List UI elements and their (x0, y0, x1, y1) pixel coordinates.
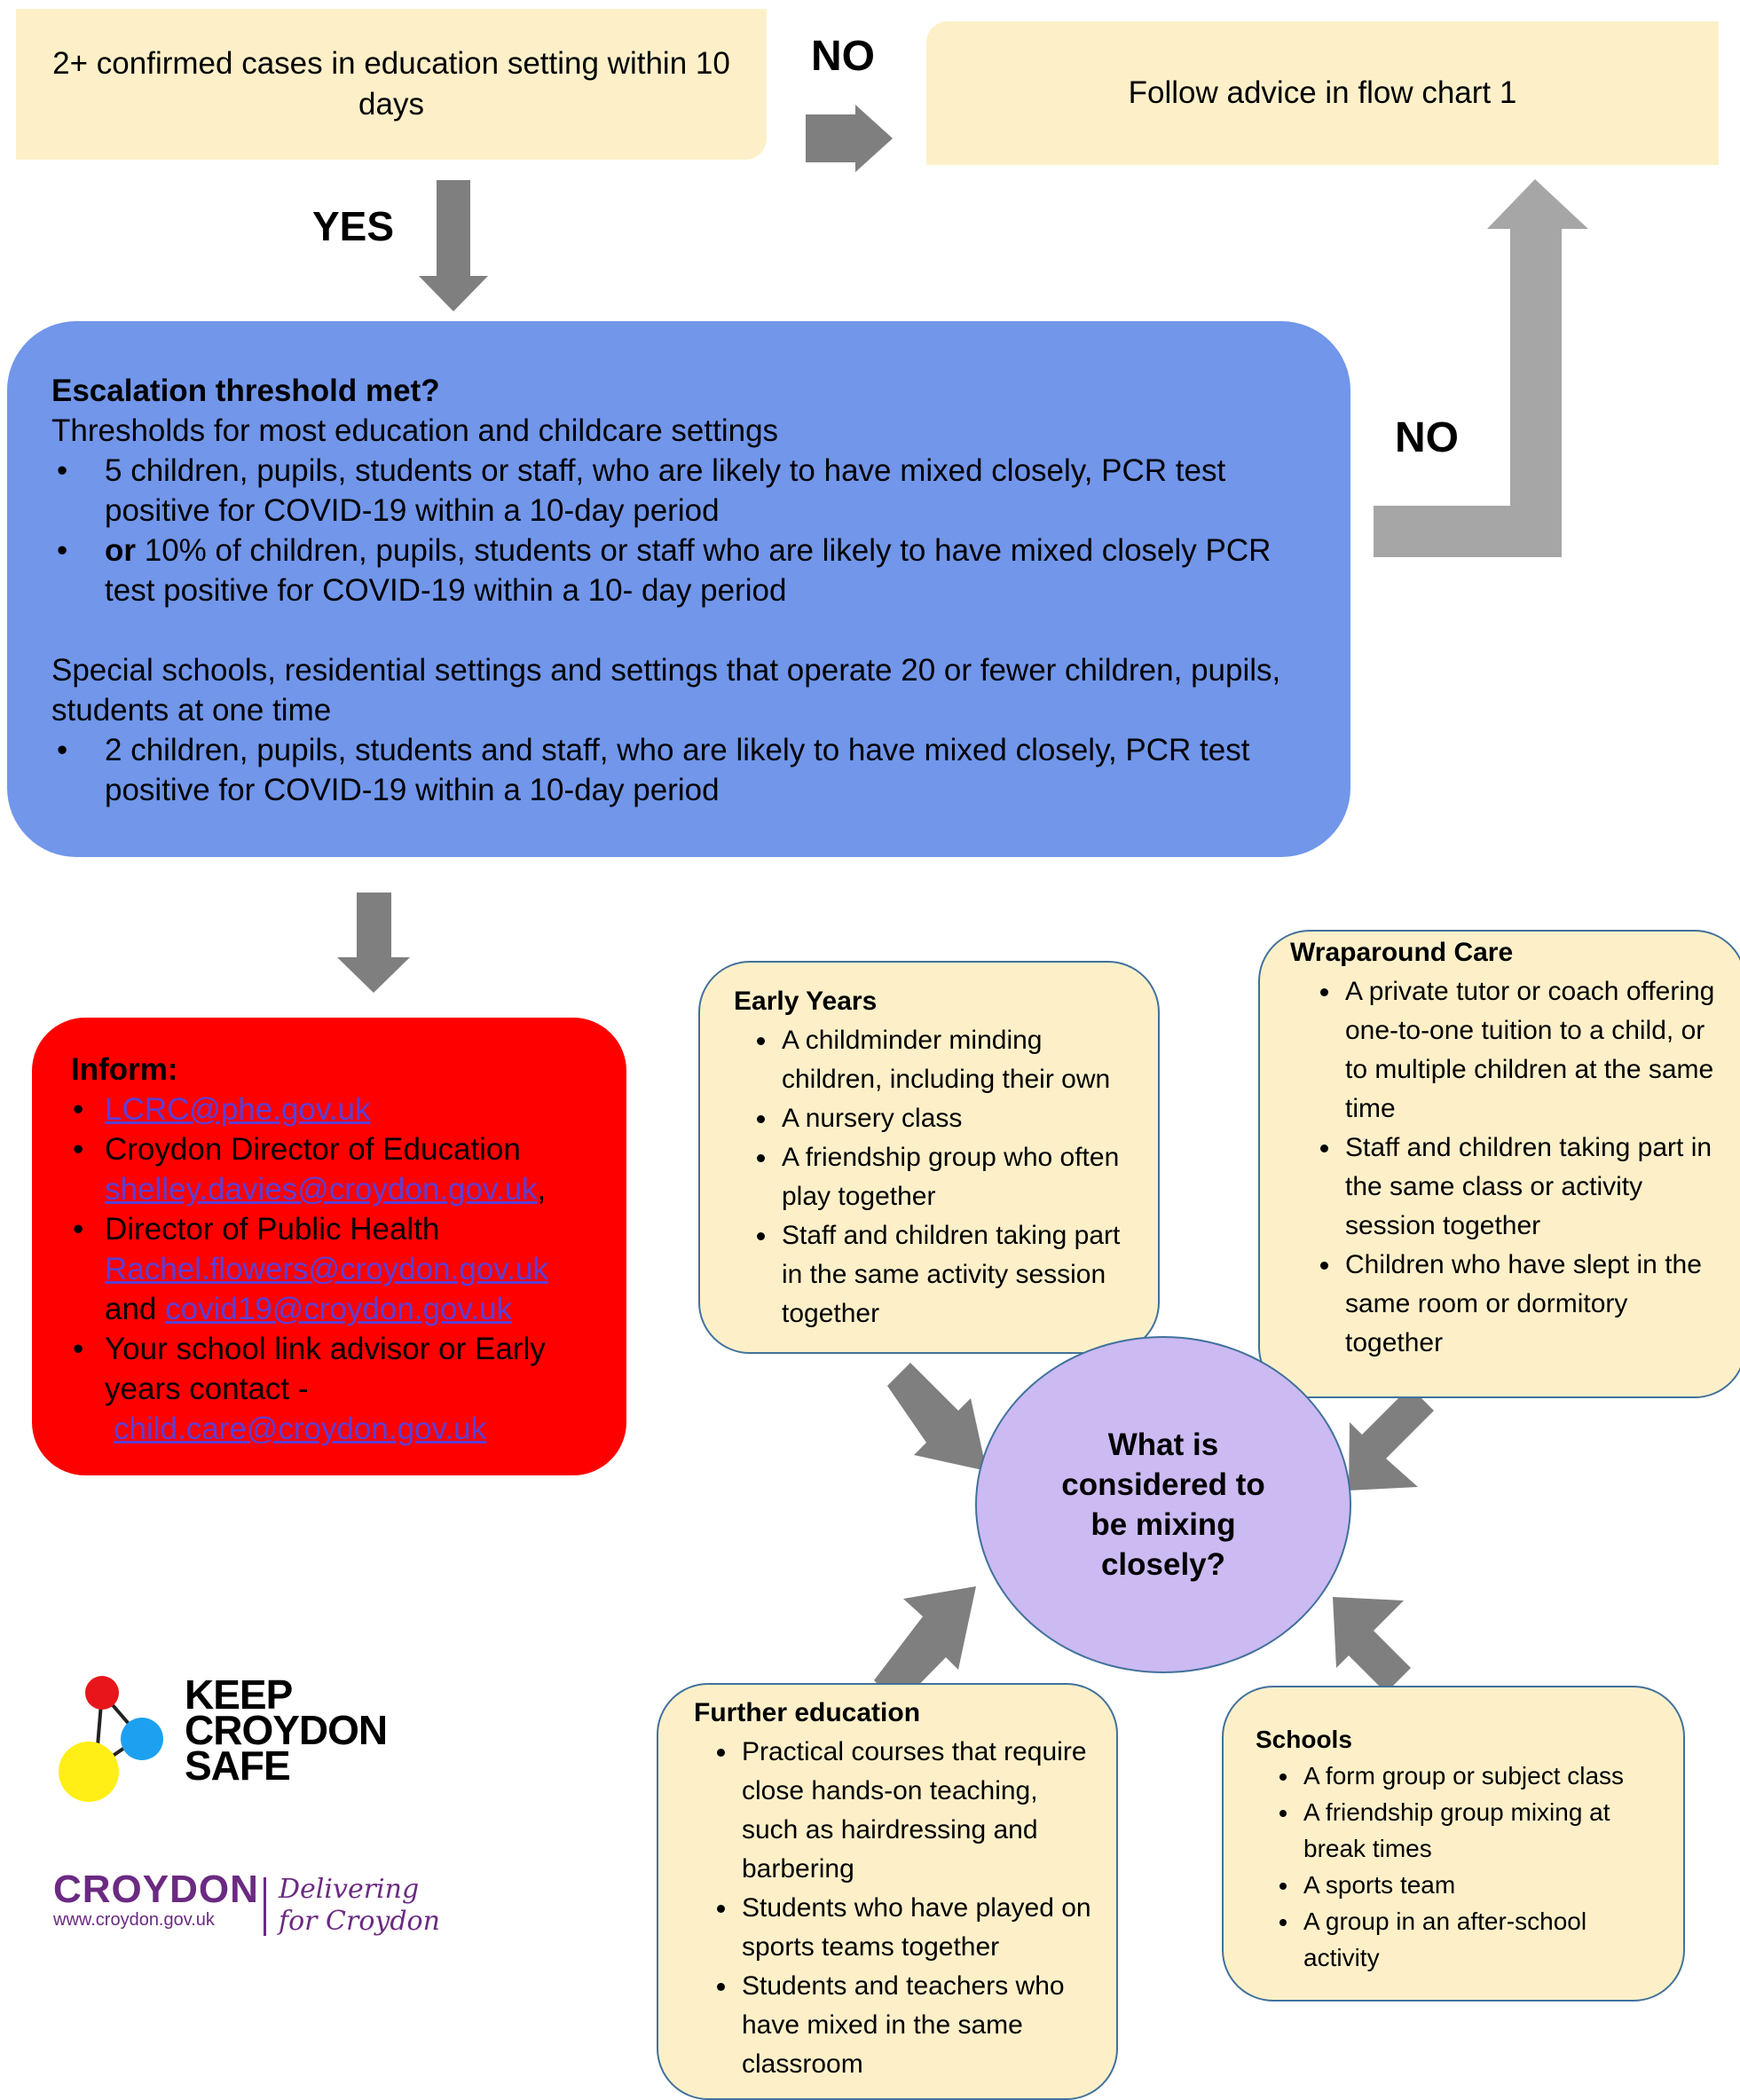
arrow-yes-down (419, 180, 488, 311)
escalation-item-2: or 10% of children, pupils, students or … (51, 531, 1306, 610)
kcs-line-2: CROYDON (185, 1707, 388, 1753)
list-item: Staff and children taking part in the sa… (778, 1216, 1131, 1333)
arrow-further-education (874, 1586, 976, 1705)
list-item: A sports team (1300, 1867, 1665, 1903)
tagline-line-2: for Croydon (279, 1906, 440, 1937)
escalation-intro-1: Thresholds for most education and childc… (51, 413, 779, 448)
education-email-link[interactable]: shelley.davies@croydon.gov.uk (105, 1172, 538, 1207)
yes-label: YES (312, 203, 395, 249)
arrow-wraparound (1349, 1387, 1434, 1490)
early-years-heading: Early Years (734, 987, 878, 1016)
list-item: A friendship group who often play togeth… (778, 1138, 1131, 1216)
further-education-heading: Further education (694, 1698, 921, 1727)
escalation-intro-2: Special schools, residential settings an… (51, 653, 1281, 728)
keep-croydon-safe-logo-text: KEEP CROYDON SAFE (185, 1671, 388, 1789)
list-item: Children who have slept in the same room… (1342, 1246, 1727, 1363)
wraparound-list: A private tutor or coach offering one-to… (1297, 972, 1727, 1363)
mixing-closely-ellipse: What is considered to be mixing closely? (975, 1336, 1351, 1673)
list-item: A private tutor or coach offering one-to… (1342, 972, 1727, 1129)
escalation-item-1: 5 children, pupils, students or staff, w… (51, 451, 1306, 531)
covid-email-link[interactable]: covid19@croydon.gov.uk (165, 1292, 513, 1326)
tagline-line-1: Delivering (279, 1874, 420, 1905)
no-label-top: NO (811, 33, 875, 80)
public-health-label: Director of Public Health (105, 1212, 440, 1247)
confirmed-cases-box: 2+ confirmed cases in education setting … (16, 9, 767, 160)
childcare-email-link[interactable]: child.care@croydon.gov.uk (114, 1412, 487, 1446)
croydon-wordmark: CROYDON (53, 1868, 259, 1911)
escalation-heading: Escalation threshold met? (51, 374, 440, 408)
croydon-tagline: Delivering for Croydon (279, 1874, 440, 1938)
further-education-list: Practical courses that require close han… (694, 1733, 1098, 2084)
inform-item-education: Croydon Director of Education shelley.dav… (71, 1129, 591, 1209)
arrow-schools (1333, 1597, 1411, 1693)
link-advisor-label: Your school link advisor or Early years … (105, 1332, 546, 1406)
confirmed-cases-text: 2+ confirmed cases in education setting … (52, 46, 730, 122)
list-item: Staff and children taking part in the sa… (1342, 1129, 1727, 1246)
escalation-list-2: 2 children, pupils, students and staff, … (51, 730, 1306, 810)
follow-advice-box: Follow advice in flow chart 1 (926, 21, 1719, 165)
education-comma: , (537, 1172, 547, 1207)
croydon-council-logo: CROYDON www.croydon.gov.uk (53, 1870, 259, 1931)
wraparound-heading: Wraparound Care (1290, 938, 1514, 967)
schools-list: A form group or subject class A friendsh… (1256, 1758, 1665, 1976)
inform-box: Inform: LCRC@phe.gov.uk Croydon Director… (32, 1018, 626, 1475)
escalation-list-1: 5 children, pupils, students or staff, w… (51, 451, 1306, 610)
mixing-closely-text: What is considered to be mixing closely? (1061, 1428, 1265, 1582)
keep-croydon-safe-logo-graphic (59, 1676, 163, 1802)
logo-divider (264, 1877, 266, 1936)
education-director-label: Croydon Director of Education (105, 1132, 521, 1167)
arrow-inform-down (337, 893, 410, 993)
list-item: Students who have played on sports teams… (738, 1889, 1098, 1967)
early-years-card: Early Years A childminder minding childr… (698, 961, 1160, 1354)
inform-item-public-health: Director of Public HealthRachel.flowers@… (71, 1209, 591, 1329)
schools-card: Schools A form group or subject class A … (1222, 1686, 1685, 2002)
list-item: Practical courses that require close han… (738, 1733, 1098, 1889)
list-item: A friendship group mixing at break times (1300, 1794, 1665, 1867)
and-text: and (105, 1292, 166, 1326)
escalation-item-2-bold: or (105, 533, 136, 568)
list-item: A group in an after-school activity (1300, 1903, 1665, 1976)
list-item: Students and teachers who have mixed in … (738, 1967, 1098, 2084)
public-health-email-link[interactable]: Rachel.flowers@croydon.gov.uk (105, 1252, 548, 1286)
wraparound-care-card: Wraparound Care A private tutor or coach… (1258, 930, 1740, 1398)
croydon-url: www.croydon.gov.uk (53, 1910, 215, 1930)
inform-item-lcrc: LCRC@phe.gov.uk (71, 1089, 591, 1129)
further-education-card: Further education Practical courses that… (657, 1683, 1118, 2100)
list-item: A form group or subject class (1300, 1758, 1665, 1794)
lcrc-email-link[interactable]: LCRC@phe.gov.uk (105, 1092, 371, 1127)
schools-heading: Schools (1256, 1726, 1352, 1753)
inform-item-link-advisor: Your school link advisor or Early years … (71, 1329, 591, 1449)
early-years-list: A childminder minding children, includin… (734, 1021, 1131, 1333)
kcs-line-1: KEEP (185, 1671, 293, 1718)
inform-list: LCRC@phe.gov.uk Croydon Director of Educ… (71, 1089, 591, 1449)
kcs-line-3: SAFE (185, 1742, 291, 1789)
arrow-early-years (887, 1363, 987, 1471)
list-item: A nursery class (778, 1099, 1131, 1138)
no-label-right: NO (1395, 414, 1459, 461)
escalation-item-3: 2 children, pupils, students and staff, … (51, 730, 1306, 810)
inform-heading: Inform: (71, 1052, 178, 1087)
escalation-item-2-text: 10% of children, pupils, students or sta… (105, 533, 1272, 608)
arrow-no-elbow (1374, 179, 1588, 557)
escalation-box: Escalation threshold met? Thresholds for… (7, 321, 1350, 857)
follow-advice-text: Follow advice in flow chart 1 (1128, 75, 1517, 110)
arrow-no-right (806, 105, 893, 172)
list-item: A childminder minding children, includin… (778, 1021, 1131, 1099)
